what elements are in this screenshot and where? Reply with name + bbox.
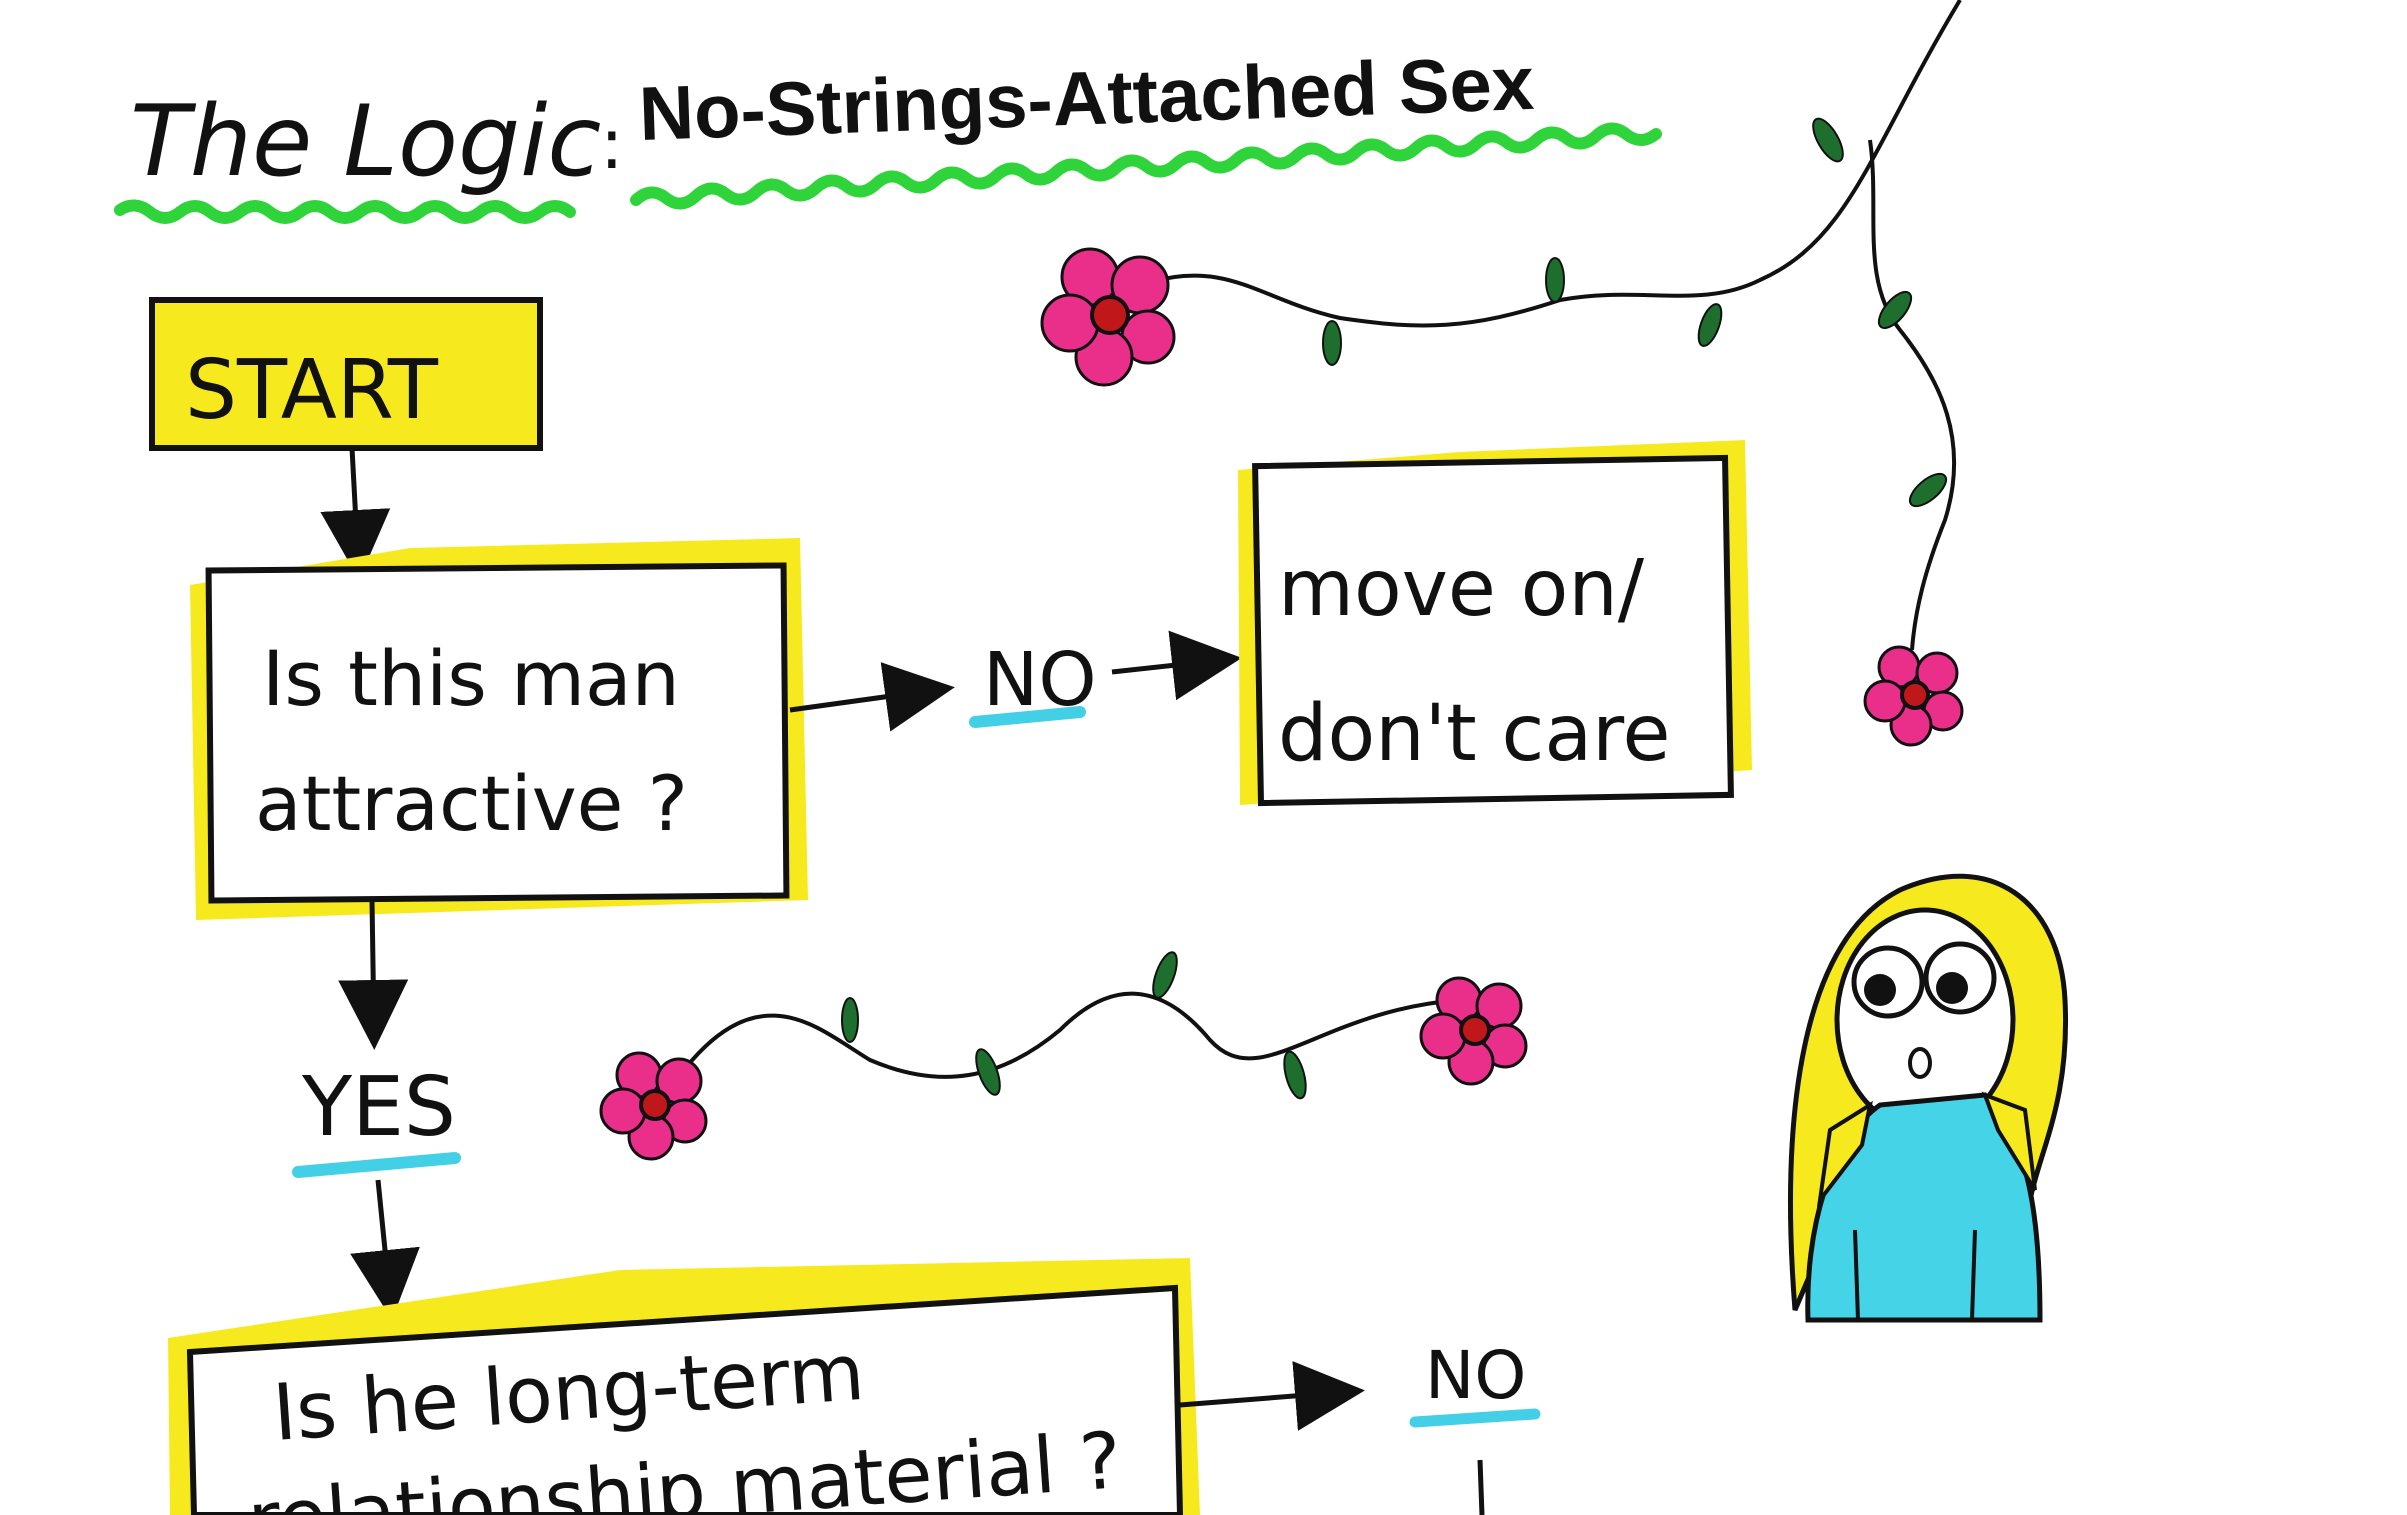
title-prefix: The Logic	[130, 85, 601, 199]
question1-box	[209, 565, 787, 900]
arrow-yes-to-q2	[378, 1180, 390, 1300]
girl-mouth	[1910, 1049, 1930, 1077]
title-separator: :	[600, 103, 624, 185]
question1-node: Is this man attractive ?	[190, 538, 808, 920]
yes-label-underline	[298, 1158, 455, 1172]
arrow-no-to-result	[1112, 660, 1222, 672]
no-label-2-text: NO	[1425, 1337, 1526, 1414]
question1-line2: attractive ?	[255, 759, 688, 848]
arrow-no2-down	[1480, 1460, 1482, 1515]
flower-icon	[1421, 978, 1526, 1084]
arrow-q1-to-yes	[372, 900, 374, 1030]
result-line1: move on/	[1278, 544, 1645, 634]
leaf-icon	[1905, 468, 1952, 512]
flower-icon	[601, 1053, 706, 1159]
vine-right-hanging	[1870, 140, 1954, 650]
girl-pupil-right	[1936, 972, 1968, 1004]
leaf-icon	[1148, 949, 1181, 1000]
title-prefix-underline	[120, 205, 570, 218]
question2-node: Is he long-term relationship material ?	[168, 1258, 1200, 1515]
question1-line1: Is this man	[262, 634, 680, 723]
leaf-icon	[842, 998, 858, 1042]
start-node: START	[152, 300, 540, 448]
start-label: START	[185, 343, 439, 438]
flower-icon	[1042, 249, 1174, 385]
girl-pupil-left	[1864, 974, 1896, 1006]
yes-label-text: YES	[301, 1060, 456, 1155]
result-node: move on/ don't care	[1238, 440, 1752, 805]
no-label-1: NO	[975, 637, 1097, 723]
leaf-icon	[1546, 258, 1564, 302]
leaf-icon	[1280, 1049, 1310, 1100]
flower-icon	[1865, 647, 1962, 745]
arrow-q2-to-no	[1180, 1392, 1345, 1405]
yes-label: YES	[298, 1060, 456, 1172]
vine-middle	[680, 994, 1460, 1077]
arrow-q1-to-no	[790, 690, 935, 710]
arrow-start-to-q1	[352, 448, 358, 560]
title: The Logic : No-Strings-Attached Sex	[120, 41, 1656, 218]
leaf-icon	[1323, 321, 1341, 365]
girl-character-icon	[1791, 876, 2066, 1320]
no-label-2-underline	[1415, 1414, 1535, 1422]
no-label-2: NO	[1415, 1337, 1535, 1515]
leaf-icon	[1694, 301, 1726, 349]
result-line2: don't care	[1278, 689, 1671, 779]
title-main: No-Strings-Attached Sex	[638, 41, 1536, 157]
leaf-icon	[1807, 114, 1848, 166]
